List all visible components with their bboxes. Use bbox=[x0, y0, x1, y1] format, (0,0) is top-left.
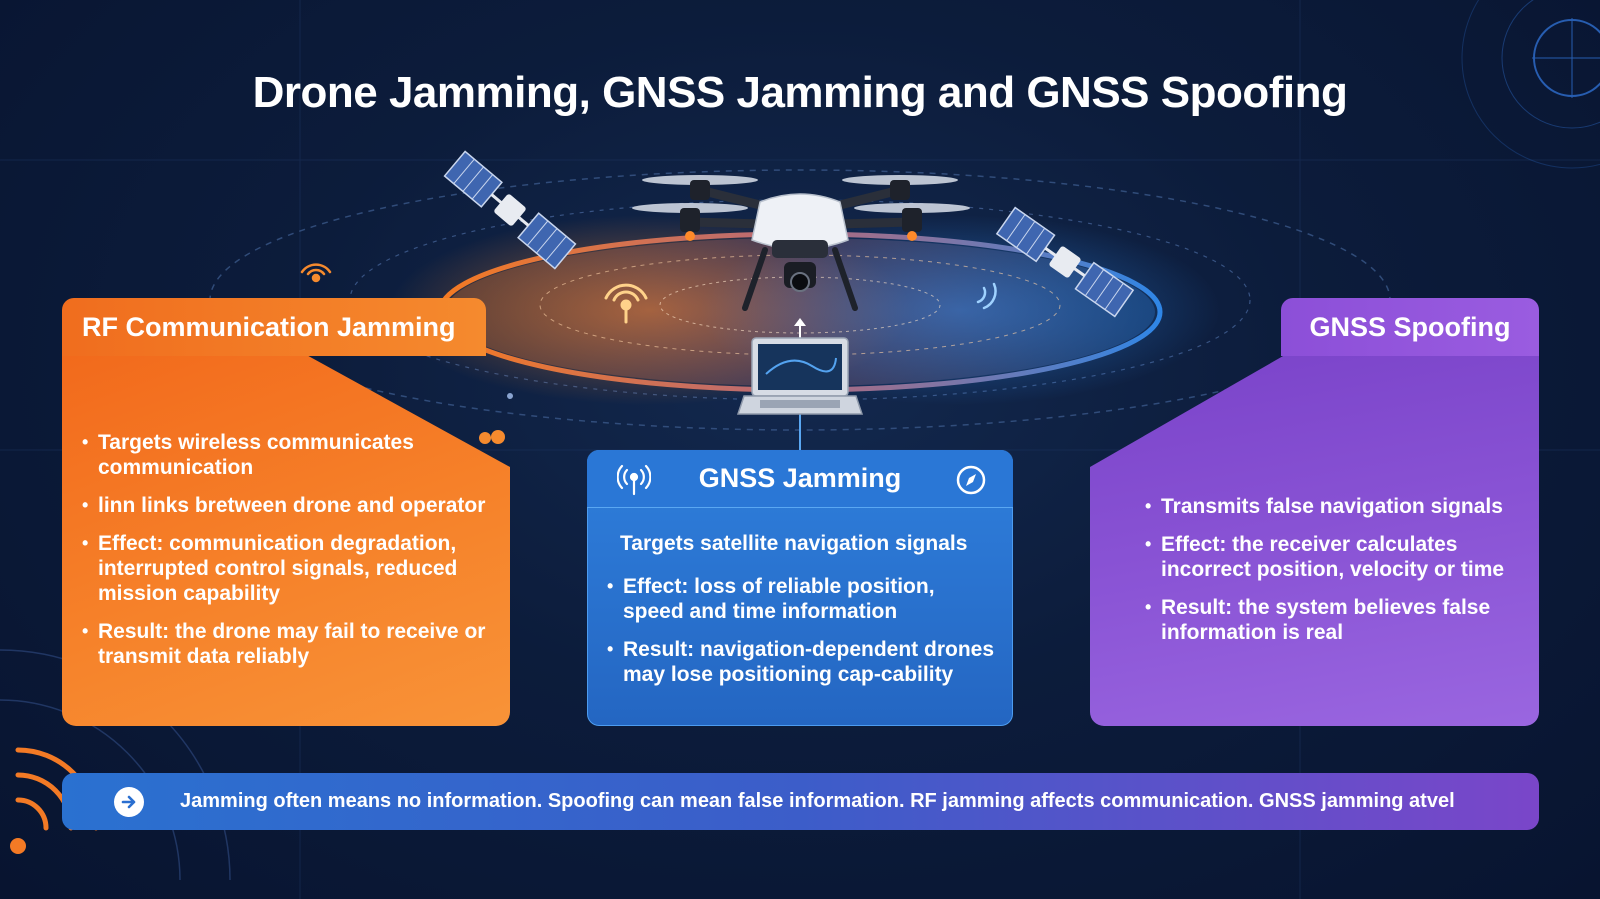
gnss-jamming-header: GNSS Jamming bbox=[587, 450, 1013, 508]
gnss-jamming-intro: Targets satellite navigation signals bbox=[620, 532, 968, 555]
list-item: Transmits false navigation signals bbox=[1145, 494, 1525, 519]
summary-text: Jamming often means no information. Spoo… bbox=[180, 790, 1455, 812]
gnss-spoofing-bullets: Transmits false navigation signals Effec… bbox=[1145, 494, 1525, 658]
signal-icon bbox=[976, 282, 997, 310]
signal-icon bbox=[300, 263, 332, 283]
list-item: linn links bretween drone and operator bbox=[82, 493, 492, 518]
gnss-spoofing-header: GNSS Spoofing bbox=[1281, 298, 1539, 356]
page-title: Drone Jamming, GNSS Jamming and GNSS Spo… bbox=[252, 68, 1348, 117]
list-item: Result: navigation-dependent drones may … bbox=[607, 637, 997, 687]
radio-tower-icon bbox=[617, 464, 651, 496]
list-item: Targets wireless communicates communicat… bbox=[82, 430, 492, 480]
list-item: Result: the drone may fail to receive or… bbox=[82, 619, 492, 669]
list-item: Effect: loss of reliable position, speed… bbox=[607, 574, 997, 624]
drone-icon bbox=[632, 175, 970, 311]
rf-jamming-header: RF Communication Jamming bbox=[62, 298, 486, 356]
satellite-icon bbox=[443, 150, 577, 270]
laptop-icon bbox=[736, 337, 864, 415]
summary-bar: Jamming often means no information. Spoo… bbox=[62, 773, 1539, 830]
rf-jamming-bullets: Targets wireless communicates communicat… bbox=[82, 430, 492, 682]
list-item: Result: the system believes false inform… bbox=[1145, 595, 1525, 645]
list-item: Effect: the receiver calculates incorrec… bbox=[1145, 532, 1525, 582]
list-item: Effect: communication degradation, inter… bbox=[82, 531, 492, 606]
satellite-icon bbox=[995, 206, 1135, 318]
arrow-right-icon bbox=[114, 786, 144, 817]
gnss-jamming-bullets: Effect: loss of reliable position, speed… bbox=[607, 574, 997, 700]
compass-icon bbox=[955, 464, 987, 496]
signal-icon bbox=[604, 283, 648, 324]
gnss-jamming-title: GNSS Jamming bbox=[698, 463, 902, 493]
